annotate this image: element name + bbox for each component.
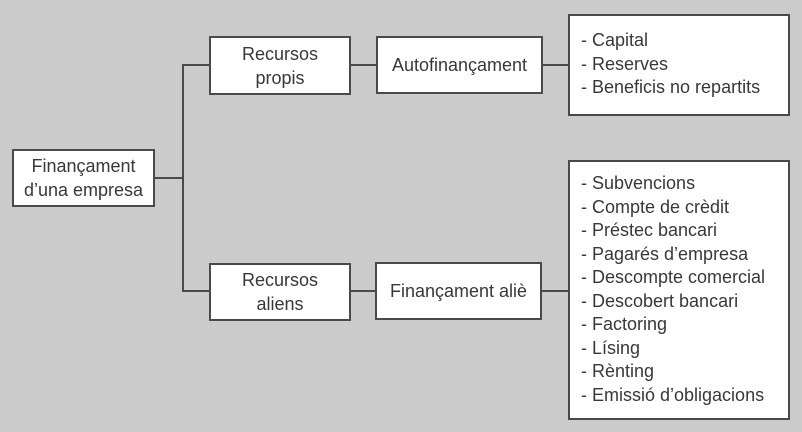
detail-item: - Factoring (581, 314, 668, 334)
connector-autofinancament-detail (543, 64, 568, 66)
detail-item: - Subvencions (581, 173, 696, 193)
detail-item: - Descompte comercial (581, 267, 766, 287)
connector-trunk-recursos-aliens (182, 290, 209, 292)
connector-root-trunk (155, 177, 183, 179)
node-financament-empresa: Finançament d’una empresa (12, 149, 155, 207)
connector-trunk-vertical (182, 64, 184, 292)
detail-item: - Reserves (581, 53, 669, 74)
node-detail-recursos-aliens: - Subvencions - Compte de crèdit - Prést… (568, 160, 790, 420)
connector-trunk-recursos-propis (182, 64, 209, 66)
node-recursos-aliens: Recursos aliens (209, 263, 351, 321)
detail-item: - Capital (581, 30, 649, 50)
detail-item: - Pagarés d’empresa (581, 243, 749, 264)
connector-propis-autofinancament (351, 64, 376, 66)
detail-item: - Compte de crèdit (581, 196, 730, 217)
detail-item: - Beneficis no repartits (581, 77, 761, 97)
node-detail-recursos-propis: - Capital - Reserves - Beneficis no repa… (568, 14, 790, 116)
detail-item: - Préstec bancari (581, 220, 718, 240)
detail-item: - Lísing (581, 337, 641, 358)
node-recursos-propis: Recursos propis (209, 36, 351, 95)
detail-item: - Emissió d’obligacions (581, 384, 765, 405)
connector-financament-alie-detail (542, 290, 568, 292)
detail-item: - Descobert bancari (581, 290, 739, 311)
node-financament-alie: Finançament aliè (375, 262, 542, 320)
node-autofinancament: Autofinançament (376, 36, 543, 94)
connector-aliens-financament-alie (351, 290, 375, 292)
detail-item: - Rènting (581, 361, 655, 381)
